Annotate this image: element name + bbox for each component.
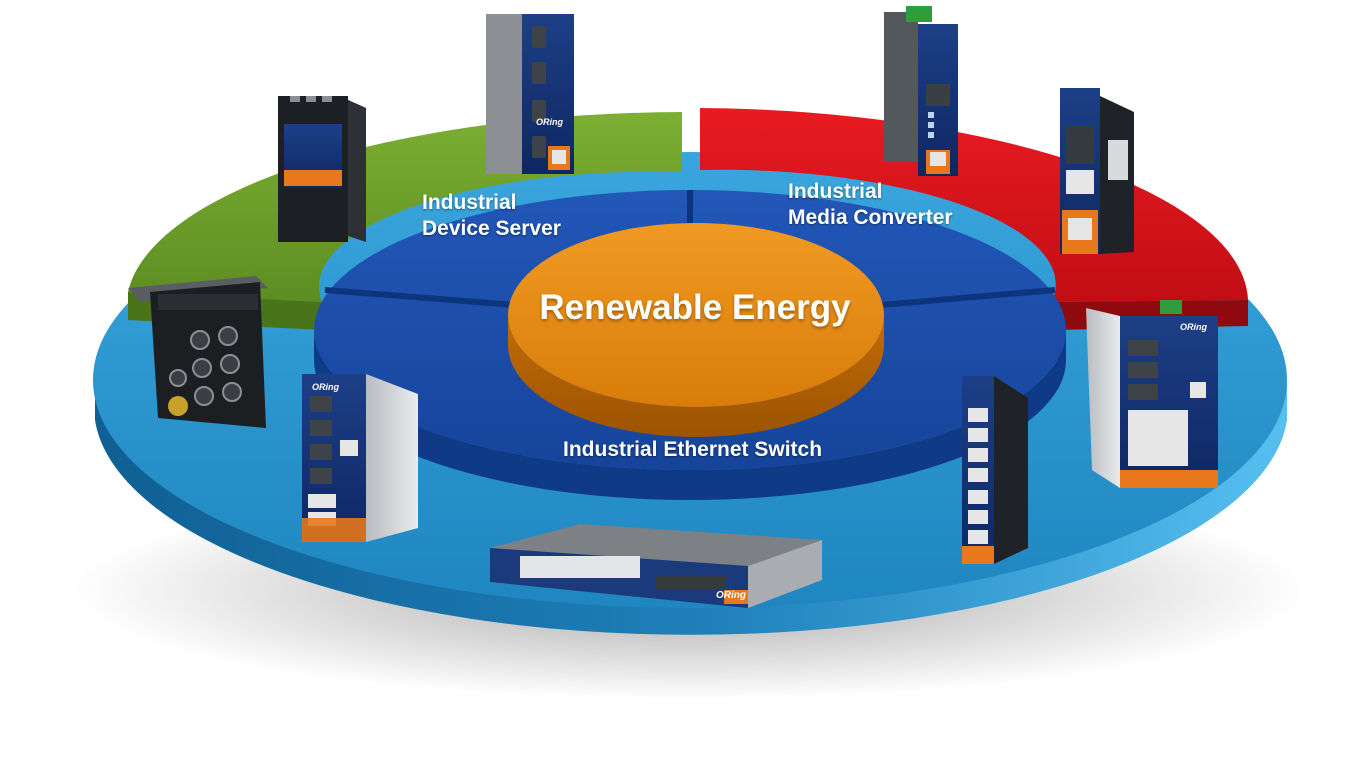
- ethernet-switch-unit: [302, 374, 418, 542]
- ethernet-switch-label-line1: Industrial Ethernet Switch: [563, 438, 823, 461]
- device-server-unit: [278, 96, 366, 242]
- center-label: Renewable Energy: [539, 288, 851, 327]
- rugged-switch-unit: [128, 276, 268, 428]
- center-disk: [508, 223, 884, 407]
- large-switch-unit: [1086, 300, 1218, 488]
- inner-ring-side: [314, 330, 1066, 500]
- brand-logo: ORing: [536, 117, 563, 127]
- brand-logo: ORing: [716, 590, 746, 601]
- device-server-label-line1: Industrial: [422, 191, 517, 214]
- inner-ring-divider: [324, 287, 516, 308]
- device-server-label: Industrial Device Server: [422, 190, 561, 242]
- brand-logo: ORing: [1180, 322, 1207, 332]
- ethernet-switch-label: Industrial Ethernet Switch: [563, 437, 822, 463]
- media-converter-unit: [884, 6, 958, 176]
- brand-logo: ORing: [312, 382, 339, 392]
- inner-ring-divider: [879, 287, 1056, 308]
- device-server-label-line2: Device Server: [422, 217, 561, 240]
- media-converter-unit-right: [1060, 88, 1134, 254]
- media-converter-label: Industrial Media Converter: [788, 179, 953, 231]
- slim-switch-unit: [962, 376, 1028, 564]
- media-converter-label-line1: Industrial: [788, 180, 883, 203]
- segment-media-converter: [700, 108, 1248, 302]
- rack-switch-unit: [490, 524, 822, 608]
- device-server-unit-tall: [486, 14, 574, 174]
- media-converter-label-line2: Media Converter: [788, 206, 953, 229]
- center-disk-side: [508, 315, 884, 437]
